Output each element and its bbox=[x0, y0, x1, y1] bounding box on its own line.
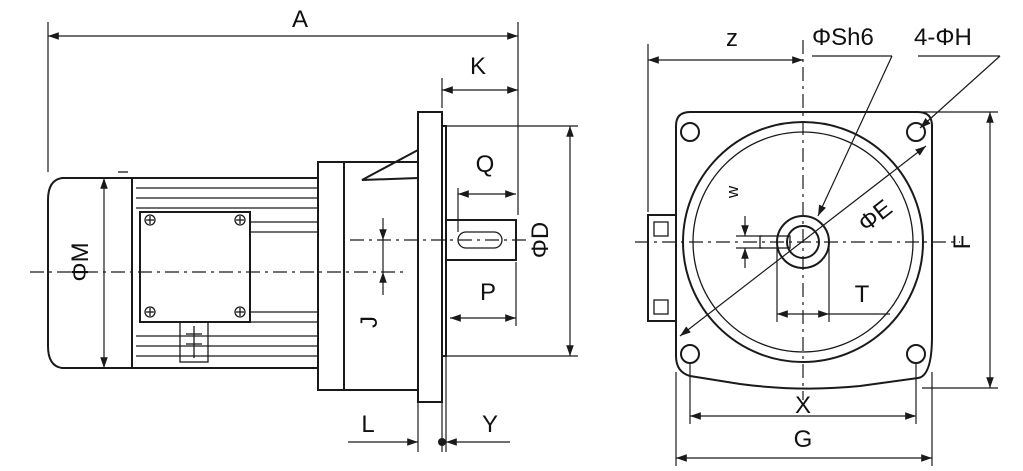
dim-PhiE-line bbox=[679, 145, 927, 337]
side-view: A K Q P ΦD ΦM J L Y bbox=[30, 6, 578, 452]
label-L: L bbox=[361, 411, 374, 438]
bolt-hole-br bbox=[906, 344, 926, 364]
label-F: F bbox=[949, 235, 976, 250]
bolt-hole-bl bbox=[680, 344, 700, 364]
terminal-box-side bbox=[647, 214, 677, 322]
label-w: w bbox=[723, 185, 742, 199]
fan-cover bbox=[47, 177, 133, 369]
terminal-box bbox=[139, 211, 251, 323]
flange-square bbox=[675, 111, 933, 390]
label-PhiE: ΦE bbox=[853, 195, 897, 238]
label-J: J bbox=[356, 316, 383, 328]
dim-dot bbox=[438, 438, 446, 446]
terminal-screws bbox=[144, 214, 246, 318]
label-Q: Q bbox=[476, 151, 495, 178]
motor-body bbox=[131, 177, 319, 369]
label-P: P bbox=[480, 279, 496, 306]
label-PhiM: ΦM bbox=[67, 242, 94, 281]
label-z: z bbox=[726, 25, 738, 52]
label-A: A bbox=[292, 6, 308, 33]
label-K: K bbox=[470, 53, 486, 80]
gear-housing bbox=[343, 161, 419, 391]
label-G: G bbox=[794, 426, 813, 453]
gear-housing-ring bbox=[317, 161, 345, 391]
bolt-hole-tl bbox=[680, 122, 700, 142]
cable-gland bbox=[179, 321, 209, 363]
label-PhiSh6: ΦSh6 bbox=[812, 24, 874, 51]
label-X: X bbox=[795, 392, 811, 419]
label-T: T bbox=[855, 281, 870, 308]
housing-rib bbox=[361, 148, 419, 181]
flange bbox=[417, 111, 443, 403]
label-PhiD: ΦD bbox=[527, 222, 554, 258]
leader-4PhiH bbox=[919, 55, 1001, 129]
label-Y: Y bbox=[482, 411, 498, 438]
label-4PhiH: 4-ΦH bbox=[914, 24, 972, 51]
leader-PhiSh6 bbox=[817, 55, 893, 217]
bolt-hole-tr bbox=[906, 122, 926, 142]
motor-fins bbox=[136, 187, 318, 357]
front-view: z ΦSh6 4-ΦH ΦE w T F X bbox=[635, 24, 1001, 466]
